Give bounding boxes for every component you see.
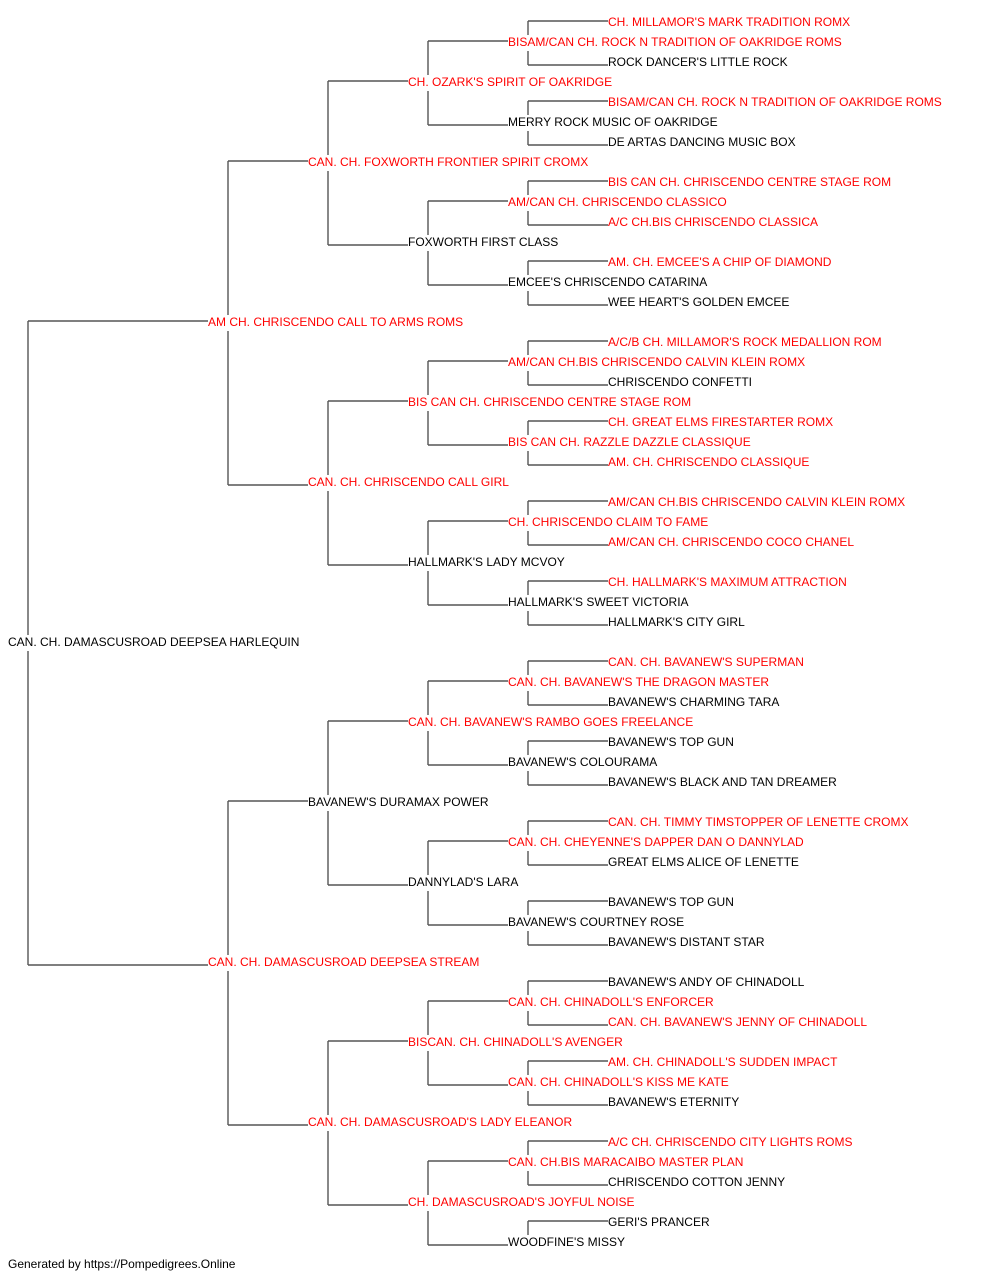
pedigree-sire-name: BAVANEW'S DURAMAX POWER [308,795,489,809]
pedigree-dam-name: BAVANEW'S ETERNITY [608,1095,739,1109]
pedigree-sire-name: CAN. CH. FOXWORTH FRONTIER SPIRIT CROMX [308,155,588,169]
pedigree-sire-name: AM. CH. CHINADOLL'S SUDDEN IMPACT [608,1055,838,1069]
pedigree-dam-name: HALLMARK'S CITY GIRL [608,615,745,629]
pedigree-sire-name: AM CH. CHRISCENDO CALL TO ARMS ROMS [208,315,463,329]
pedigree-sire-name: CH. MILLAMOR'S MARK TRADITION ROMX [608,15,850,29]
pedigree-dam-name: CAN. CH. DAMASCUSROAD DEEPSEA STREAM [208,955,479,969]
pedigree-dam-name: FOXWORTH FIRST CLASS [408,235,558,249]
pedigree-dam-name: DE ARTAS DANCING MUSIC BOX [608,135,796,149]
pedigree-sire-name: A/C/B CH. MILLAMOR'S ROCK MEDALLION ROM [608,335,882,349]
pedigree-sire-name: CH. GREAT ELMS FIRESTARTER ROMX [608,415,833,429]
pedigree-sire-name: AM/CAN CH.BIS CHRISCENDO CALVIN KLEIN RO… [608,495,905,509]
pedigree-dam-name: EMCEE'S CHRISCENDO CATARINA [508,275,707,289]
pedigree-sire-name: BISAM/CAN CH. ROCK N TRADITION OF OAKRID… [608,95,942,109]
pedigree-dam-name: CHRISCENDO CONFETTI [608,375,752,389]
pedigree-dam-name: HALLMARK'S LADY MCVOY [408,555,565,569]
pedigree-sire-name: CAN. CH. BAVANEW'S RAMBO GOES FREELANCE [408,715,693,729]
pedigree-dam-name: CAN. CH. BAVANEW'S JENNY OF CHINADOLL [608,1015,867,1029]
pedigree-sire-name: AM/CAN CH.BIS CHRISCENDO CALVIN KLEIN RO… [508,355,805,369]
pedigree-dam-name: WEE HEART'S GOLDEN EMCEE [608,295,789,309]
pedigree-dam-name: BAVANEW'S COURTNEY ROSE [508,915,684,929]
pedigree-sire-name: CH. OZARK'S SPIRIT OF OAKRIDGE [408,75,612,89]
pedigree-dam-name: ROCK DANCER'S LITTLE ROCK [608,55,788,69]
pedigree-sire-name: CAN. CH.BIS MARACAIBO MASTER PLAN [508,1155,743,1169]
pedigree-dam-name: BIS CAN CH. RAZZLE DAZZLE CLASSIQUE [508,435,751,449]
pedigree-sire-name: CH. HALLMARK'S MAXIMUM ATTRACTION [608,575,847,589]
pedigree-dam-name: WOODFINE'S MISSY [508,1235,625,1249]
pedigree-dam-name: GREAT ELMS ALICE OF LENETTE [608,855,799,869]
pedigree-sire-name: CAN. CH. TIMMY TIMSTOPPER OF LENETTE CRO… [608,815,908,829]
pedigree-sire-name: A/C CH. CHRISCENDO CITY LIGHTS ROMS [608,1135,852,1149]
pedigree-dam-name: CHRISCENDO COTTON JENNY [608,1175,785,1189]
pedigree-dam-name: DANNYLAD'S LARA [408,875,518,889]
pedigree-dam-name: CAN. CH. CHINADOLL'S KISS ME KATE [508,1075,729,1089]
pedigree-sire-name: CAN. CH. CHINADOLL'S ENFORCER [508,995,714,1009]
pedigree-dam-name: CAN. CH. DAMASCUSROAD'S LADY ELEANOR [308,1115,572,1129]
pedigree-dam-name: BAVANEW'S DISTANT STAR [608,935,765,949]
generated-by-footer: Generated by https://Pompedigrees.Online [8,1257,236,1271]
pedigree-dam-name: AM. CH. CHRISCENDO CLASSIQUE [608,455,809,469]
pedigree-sire-name: CAN. CH. BAVANEW'S SUPERMAN [608,655,804,669]
pedigree-dam-name: BAVANEW'S CHARMING TARA [608,695,779,709]
pedigree-sire-name: BISAM/CAN CH. ROCK N TRADITION OF OAKRID… [508,35,842,49]
pedigree-sire-name: BAVANEW'S ANDY OF CHINADOLL [608,975,805,989]
pedigree-sire-name: CAN. CH. BAVANEW'S THE DRAGON MASTER [508,675,769,689]
pedigree-sire-name: BISCAN. CH. CHINADOLL'S AVENGER [408,1035,623,1049]
pedigree-dam-name: BAVANEW'S COLOURAMA [508,755,657,769]
pedigree-dam-name: AM/CAN CH. CHRISCENDO COCO CHANEL [608,535,854,549]
pedigree-sire-name: CH. CHRISCENDO CLAIM TO FAME [508,515,708,529]
pedigree-dam-name: BAVANEW'S BLACK AND TAN DREAMER [608,775,837,789]
pedigree-sire-name: BAVANEW'S TOP GUN [608,735,734,749]
pedigree-sire-name: BIS CAN CH. CHRISCENDO CENTRE STAGE ROM [608,175,891,189]
pedigree-sire-name: BAVANEW'S TOP GUN [608,895,734,909]
pedigree-sire-name: BIS CAN CH. CHRISCENDO CENTRE STAGE ROM [408,395,691,409]
pedigree-dam-name: HALLMARK'S SWEET VICTORIA [508,595,689,609]
pedigree-sire-name: AM. CH. EMCEE'S A CHIP OF DIAMOND [608,255,832,269]
pedigree-sire-name: GERI'S PRANCER [608,1215,710,1229]
pedigree-dam-name: MERRY ROCK MUSIC OF OAKRIDGE [508,115,718,129]
pedigree-subject-name: CAN. CH. DAMASCUSROAD DEEPSEA HARLEQUIN [8,635,299,649]
pedigree-dam-name: CH. DAMASCUSROAD'S JOYFUL NOISE [408,1195,635,1209]
pedigree-tree: CAN. CH. DAMASCUSROAD DEEPSEA HARLEQUIN A… [8,15,942,1249]
pedigree-sire-name: CAN. CH. CHEYENNE'S DAPPER DAN O DANNYLA… [508,835,804,849]
pedigree-dam-name: A/C CH.BIS CHRISCENDO CLASSICA [608,215,818,229]
pedigree-dam-name: CAN. CH. CHRISCENDO CALL GIRL [308,475,509,489]
pedigree-sire-name: AM/CAN CH. CHRISCENDO CLASSICO [508,195,727,209]
